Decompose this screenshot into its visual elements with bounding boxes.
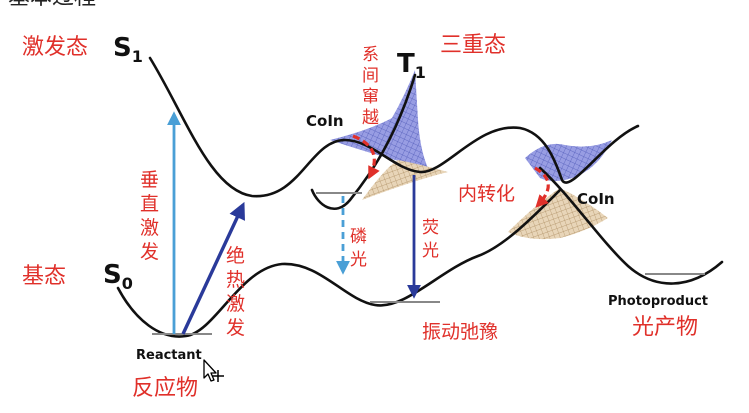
intersystem-crossing-char: 越 [362, 108, 379, 128]
adiabatic-excitation-char: 绝 [226, 245, 245, 267]
s1-symbol: S1 [113, 33, 143, 66]
adiabatic-excitation-arrow [181, 201, 245, 335]
reactant-label-cn: 反应物 [132, 376, 198, 401]
intersystem-crossing-char: 窜 [362, 87, 379, 107]
right-upper-cone [525, 140, 612, 182]
right-conical-intersection [508, 140, 612, 240]
vibrational-relaxation-label: 振动弛豫 [422, 321, 498, 343]
fluorescence-label: 荧 光 [422, 218, 439, 261]
s0-label-cn: 基态 [22, 264, 66, 289]
adiabatic-excitation-char: 发 [226, 317, 245, 339]
phosphorescence-char: 光 [350, 250, 367, 270]
t1-symbol: T1 [397, 49, 426, 82]
intersystem-crossing-char: 系 [362, 45, 379, 65]
photoproduct-label-cn: 光产物 [632, 315, 698, 340]
photoproduct-label-en: Photoproduct [608, 294, 708, 309]
cursor-icon [203, 359, 224, 382]
adiabatic-excitation-char: 激 [226, 293, 245, 315]
left-upper-cone [330, 70, 428, 168]
reactant-label-en: Reactant [136, 348, 202, 363]
vertical-excitation-char: 发 [140, 241, 159, 263]
internal-conversion-arrow [534, 166, 550, 208]
right-lower-cone [508, 188, 608, 240]
coin-right-label: CoIn [577, 190, 615, 208]
s0-product-curve [538, 166, 724, 285]
s0-curve [116, 188, 562, 338]
internal-conversion-label: 内转化 [458, 183, 515, 205]
s1-curve [148, 56, 640, 198]
fluorescence-char: 荧 [422, 218, 439, 238]
vertical-excitation-char: 直 [140, 193, 159, 215]
vertical-excitation-char: 激 [140, 217, 159, 239]
phosphorescence-label: 磷 光 [350, 227, 367, 270]
adiabatic-excitation-char: 热 [226, 269, 245, 291]
phosphorescence-char: 磷 [350, 227, 367, 247]
t1-label-cn: 三重态 [440, 33, 506, 58]
fluorescence-char: 光 [422, 241, 439, 261]
intersystem-crossing-label: 系 间 窜 越 [362, 45, 379, 128]
adiabatic-excitation-label: 绝 热 激 发 [226, 245, 245, 339]
left-lower-cone [362, 160, 448, 200]
s1-label-cn: 激发态 [22, 35, 88, 60]
intersystem-crossing-arrow [352, 134, 380, 180]
vertical-excitation-label: 垂 直 激 发 [140, 169, 159, 263]
header-fragment: 基本过程 [8, 0, 96, 10]
coin-left-label: CoIn [306, 112, 344, 130]
left-conical-intersection [330, 70, 448, 200]
vertical-excitation-char: 垂 [140, 169, 159, 191]
s0-symbol: S0 [103, 260, 133, 293]
intersystem-crossing-char: 间 [362, 66, 379, 86]
